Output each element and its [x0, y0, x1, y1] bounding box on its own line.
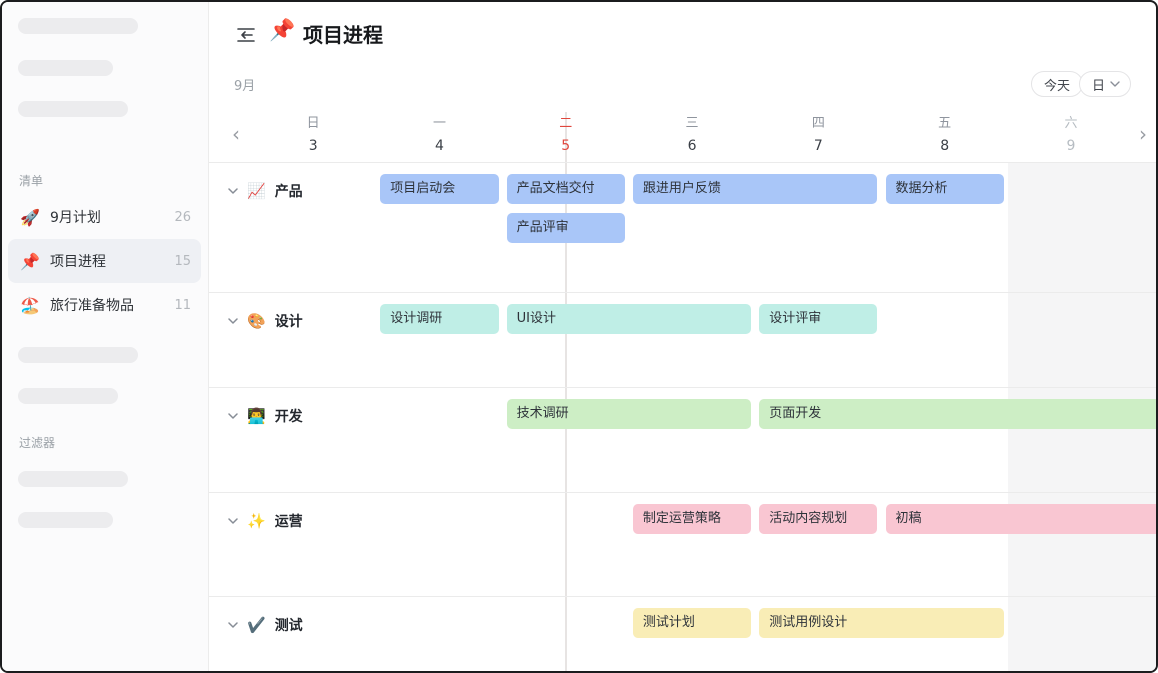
- today-button-label: 今天: [1044, 78, 1071, 94]
- chevron-down-icon: [1110, 81, 1120, 87]
- today-indicator-line: [565, 112, 567, 671]
- task-bar[interactable]: 页面开发: [759, 399, 1156, 429]
- group-header-5[interactable]: ✔️ 测试: [228, 613, 303, 637]
- task-bar[interactable]: 设计评审: [759, 304, 878, 334]
- weekday-label: 五: [938, 116, 952, 131]
- date-label: 7: [813, 138, 823, 154]
- group-name: 运营: [274, 514, 303, 530]
- skeleton-bar: [18, 471, 128, 487]
- list-emoji-icon: 📌: [269, 18, 296, 42]
- task-bar[interactable]: 数据分析: [885, 174, 1004, 204]
- task-bar[interactable]: 设计调研: [380, 304, 499, 334]
- list-item-label: 旅行准备物品: [50, 298, 134, 314]
- view-mode-dropdown[interactable]: 日: [1079, 71, 1132, 97]
- skeleton-bar: [18, 347, 138, 363]
- task-bar[interactable]: 测试用例设计: [759, 608, 1004, 638]
- task-bar[interactable]: 活动内容规划: [759, 504, 878, 534]
- list-emoji-icon: 🚀: [20, 207, 40, 227]
- group-name: 产品: [274, 184, 303, 200]
- sidebar-list: 🚀 9月计划 26 📌 项目进程 15 🏖️ 旅行准备物品 11: [8, 195, 201, 327]
- list-item-count: 11: [174, 297, 191, 313]
- date-label: 6: [687, 138, 697, 154]
- chevron-down-icon[interactable]: [228, 188, 238, 194]
- list-item-label: 9月计划: [50, 210, 101, 226]
- group-emoji-icon: 👨‍💻: [247, 407, 266, 425]
- group-header-1[interactable]: 📈 产品: [228, 179, 303, 203]
- sidebar-list-item[interactable]: 📌 项目进程 15: [8, 239, 201, 283]
- weekday-label: 四: [811, 116, 825, 131]
- list-item-label: 项目进程: [50, 254, 106, 270]
- chevron-down-icon[interactable]: [228, 413, 238, 419]
- task-bar[interactable]: 产品评审: [506, 213, 625, 243]
- collapse-sidebar-icon[interactable]: [233, 22, 259, 48]
- row-separator: [209, 596, 1156, 597]
- row-separator: [209, 292, 1156, 293]
- view-mode-label: 日: [1092, 78, 1106, 94]
- list-emoji-icon: 🏖️: [20, 295, 40, 315]
- today-button[interactable]: 今天: [1031, 71, 1084, 97]
- group-name: 设计: [274, 314, 303, 330]
- row-separator: [209, 492, 1156, 493]
- group-emoji-icon: 📈: [247, 182, 266, 200]
- date-label: 5: [561, 138, 571, 154]
- sidebar: 清单 🚀 9月计划 26 📌 项目进程 15 🏖️ 旅行准备物品 11 过滤器: [2, 2, 209, 671]
- chevron-down-icon[interactable]: [228, 318, 238, 324]
- month-label: 9月: [234, 79, 256, 94]
- weekday-label: 三: [685, 116, 699, 131]
- date-label: 3: [308, 138, 318, 154]
- task-bar[interactable]: 项目启动会: [380, 174, 499, 204]
- next-period-chevron[interactable]: ›: [1139, 122, 1147, 146]
- task-bar[interactable]: 跟进用户反馈: [632, 174, 878, 204]
- chevron-down-icon[interactable]: [228, 518, 238, 524]
- sidebar-section-filters-label: 过滤器: [19, 436, 56, 450]
- group-name: 开发: [274, 409, 303, 425]
- row-separator: [209, 162, 1156, 163]
- task-bar[interactable]: 制定运营策略: [632, 504, 752, 534]
- group-emoji-icon: ✔️: [247, 616, 266, 634]
- group-name: 测试: [274, 618, 303, 634]
- page-title: 项目进程: [303, 23, 383, 47]
- task-bar[interactable]: 产品文档交付: [506, 174, 625, 204]
- skeleton-bar: [18, 512, 113, 528]
- skeleton-bar: [18, 60, 113, 76]
- list-item-count: 15: [174, 253, 191, 269]
- prev-period-chevron[interactable]: ‹: [232, 122, 240, 146]
- weekday-label: 六: [1064, 116, 1078, 131]
- list-item-count: 26: [174, 209, 191, 225]
- date-label: 9: [1066, 138, 1076, 154]
- list-emoji-icon: 📌: [20, 251, 40, 271]
- group-header-2[interactable]: 🎨 设计: [228, 309, 303, 333]
- weekday-label: 一: [432, 116, 446, 131]
- weekday-label: 日: [306, 116, 320, 131]
- group-emoji-icon: ✨: [247, 512, 266, 530]
- weekday-label: 二: [559, 116, 573, 131]
- skeleton-bar: [18, 101, 128, 117]
- date-label: 4: [434, 138, 444, 154]
- group-header-3[interactable]: 👨‍💻 开发: [228, 404, 303, 428]
- task-bar[interactable]: UI设计: [506, 304, 752, 334]
- group-emoji-icon: 🎨: [247, 312, 266, 330]
- task-bar[interactable]: 初稿: [885, 504, 1156, 534]
- sidebar-section-lists-label: 清单: [19, 174, 44, 188]
- sidebar-list-item[interactable]: 🚀 9月计划 26: [8, 195, 201, 239]
- chevron-down-icon[interactable]: [228, 622, 238, 628]
- task-bar[interactable]: 技术调研: [506, 399, 752, 429]
- date-label: 8: [940, 138, 950, 154]
- task-bar[interactable]: 测试计划: [632, 608, 752, 638]
- skeleton-bar: [18, 18, 138, 34]
- group-header-4[interactable]: ✨ 运营: [228, 509, 303, 533]
- sidebar-list-item[interactable]: 🏖️ 旅行准备物品 11: [8, 283, 201, 327]
- row-separator: [209, 387, 1156, 388]
- skeleton-bar: [18, 388, 118, 404]
